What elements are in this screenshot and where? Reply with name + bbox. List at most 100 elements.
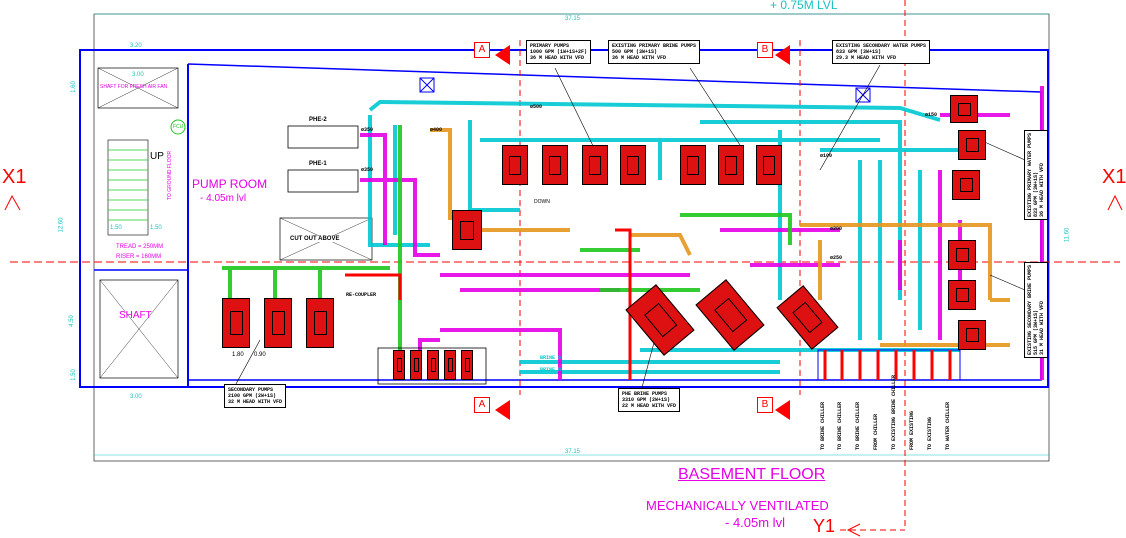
section-a-top: A	[474, 42, 490, 58]
pump-room-level: - 4.05m lvl	[200, 193, 247, 204]
pipe-350a: ø350	[361, 127, 374, 133]
header-manifold	[817, 349, 961, 381]
pump-motor	[447, 358, 453, 372]
pump-unit	[393, 350, 405, 380]
dim-stair-width: 3.20	[130, 43, 142, 49]
title-ventilation: MECHANICALLY VENTILATED	[646, 498, 829, 513]
dim-stair-inner: 3.00	[132, 72, 144, 78]
pump-motor	[549, 155, 561, 175]
pump-unit	[264, 298, 292, 348]
pump-motor	[313, 311, 327, 335]
pump-motor	[955, 248, 969, 262]
pump-motor	[959, 178, 973, 192]
pump-unit	[948, 240, 976, 270]
shaft-top-label: SHAFT FOR FRESH AIR FAN	[100, 84, 168, 90]
header-8: TO WATER CHILLER	[945, 401, 951, 450]
pipe-200: ø200	[830, 226, 843, 232]
phe-2-label: PHE-2	[309, 117, 327, 123]
fan-symbol-2	[855, 87, 871, 103]
pump-room-label: PUMP ROOM	[192, 177, 268, 191]
pipe-250: ø250	[830, 255, 843, 261]
pump-unit	[452, 210, 482, 250]
fan-symbol-1	[419, 77, 435, 93]
secondary-pumps-label: SECONDARY PUMPS 2100 GPM (2W+1S) 32 M HE…	[224, 384, 287, 408]
pump-motor	[763, 155, 775, 175]
pump-unit	[950, 95, 978, 123]
down-label: DOWN	[534, 199, 550, 205]
stair-note: TO GROUND FLOOR	[167, 150, 173, 200]
pump-unit	[461, 350, 473, 380]
pump-unit	[427, 350, 439, 380]
section-b-top: B	[757, 42, 773, 58]
phe-brine-pumps-label: PHE BRINE PUMPS 3310 GPM (2W+1S) 22 M HE…	[618, 388, 681, 412]
stair-up-label: UP	[150, 151, 164, 162]
header-6: FROM EXISTING	[909, 410, 915, 450]
phe-1-label: PHE-1	[309, 161, 327, 167]
pipe-couplet: RE-COUPLER	[346, 292, 377, 298]
title-floor: BASEMENT FLOOR	[678, 466, 826, 483]
pipe-400: ø400	[430, 127, 443, 133]
header-1: TO BRINE CHILLER	[820, 401, 826, 450]
pump-unit	[948, 280, 976, 310]
shaft-box	[99, 279, 179, 379]
dim-seg-4: 1.50	[150, 225, 162, 231]
pump-unit	[952, 170, 980, 200]
pump-motor	[271, 311, 285, 335]
pipe-500: ø500	[530, 104, 543, 110]
pump-motor	[396, 358, 402, 372]
pump-motor	[713, 297, 747, 333]
pump-motor	[229, 311, 243, 335]
header-2: TO BRINE CHILLER	[837, 401, 843, 450]
section-x1-right: X1	[1102, 166, 1126, 188]
pump-motor	[965, 138, 979, 152]
shaft-label: SHAFT	[119, 310, 152, 321]
riser-label: RISER = 160MM	[116, 254, 162, 260]
pump-unit	[718, 145, 744, 185]
pump-unit	[582, 145, 608, 185]
pump-unit	[680, 145, 706, 185]
pump-unit	[410, 350, 422, 380]
pipe-350b: ø350	[361, 167, 374, 173]
pump-unit	[958, 130, 986, 160]
pump-motor	[509, 155, 521, 175]
pump-motor	[413, 358, 419, 372]
pump-unit	[222, 298, 250, 348]
pipe-brine-s: BRINE S	[540, 355, 562, 361]
section-b-bottom: B	[757, 397, 773, 413]
pump-unit	[756, 145, 782, 185]
dim-overall-bottom: 37.15	[565, 449, 581, 455]
dim-overall-top: 37.15	[565, 16, 581, 22]
header-3: TO BRINE CHILLER	[855, 401, 861, 450]
pump-motor	[627, 155, 639, 175]
section-y1: Y1	[813, 516, 836, 536]
pump-motor	[589, 155, 601, 175]
header-5: TO EXISTING BRINE CHILLER	[891, 374, 897, 450]
pump-unit	[542, 145, 568, 185]
phe-1-unit	[287, 169, 359, 193]
pump-motor	[687, 155, 699, 175]
phe-2-unit	[287, 125, 359, 149]
dim-right-height: 11.60	[1064, 227, 1071, 243]
header-left	[377, 347, 487, 385]
stair-flight	[107, 139, 149, 236]
pump-motor	[957, 102, 971, 116]
dim-left-height: 12.60	[58, 217, 65, 233]
header-risers	[823, 350, 952, 380]
title-level: - 4.05m lvl	[725, 515, 785, 530]
pump-motor	[460, 220, 474, 240]
dim-seg-1: 1.60	[70, 81, 77, 93]
pump-motor	[792, 302, 823, 333]
shaft-top	[97, 67, 179, 109]
primary-pumps-label: PRIMARY PUMPS 1000 GPM (1W+1S+2F) 36 M H…	[526, 40, 592, 64]
pipe-100: ø100	[820, 153, 833, 159]
pipe-150: ø150	[925, 112, 938, 118]
red-pipes	[345, 228, 632, 380]
pump-motor	[965, 328, 979, 342]
section-x1-left: X1	[2, 166, 27, 188]
dim-seg-3: 4.50	[68, 315, 75, 327]
pump-unit	[620, 145, 646, 185]
existing-secondary-brine-label: EXISTING SECONDARY BRINE PUMPS 515 GPM (…	[1024, 261, 1048, 358]
existing-primary-brine-label: EXISTING PRIMARY BRINE PUMPS 500 GPM (3W…	[608, 40, 701, 64]
pump-unit	[958, 320, 986, 350]
pump-motor	[955, 288, 969, 302]
